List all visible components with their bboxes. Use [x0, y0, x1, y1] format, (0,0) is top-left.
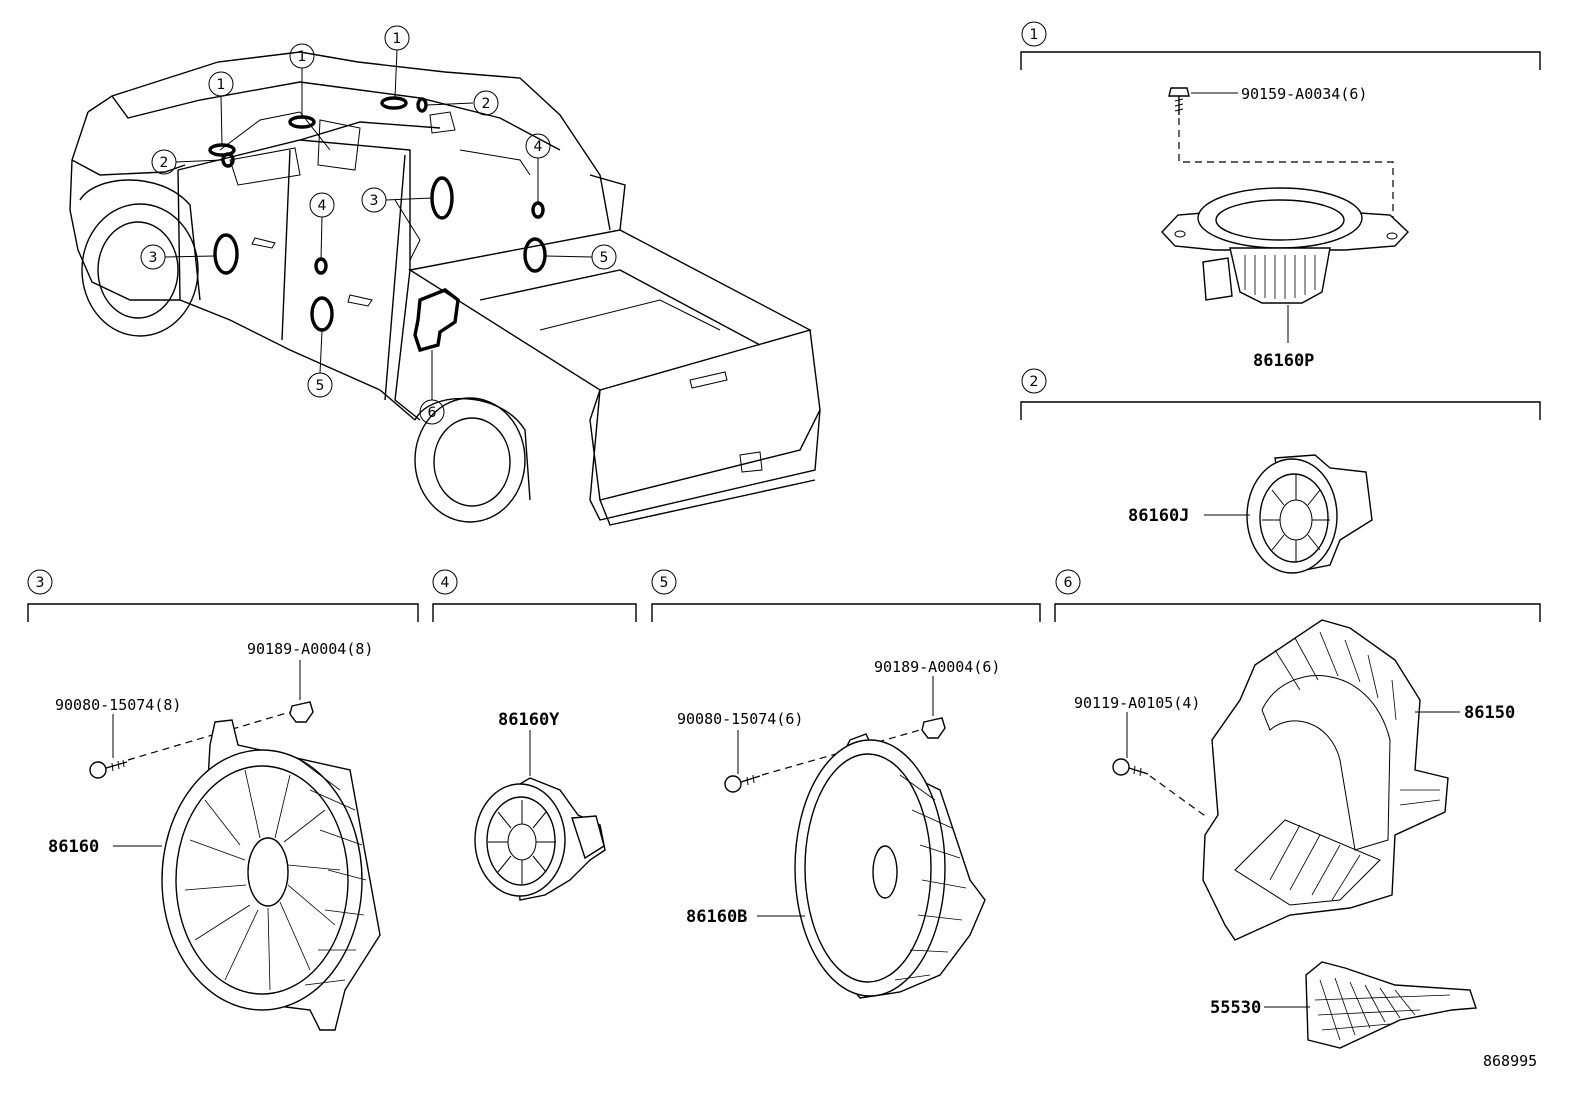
clip-icon — [289, 701, 314, 723]
section-marker: 6 — [1064, 575, 1073, 591]
section-1: 1 90159-A0034(6) 86160P — [1020, 21, 1541, 371]
callout-label: 1 — [298, 49, 307, 65]
part-number-90189-8: 90189-A0004(8) — [247, 640, 373, 658]
section-4: 4 86160Y — [432, 569, 637, 901]
callout-6: 6 — [419, 399, 445, 425]
callout-4a: 4 — [309, 192, 335, 218]
callout-label: 6 — [428, 405, 437, 421]
callout-2b: 2 — [151, 149, 177, 175]
callout-label: 3 — [370, 193, 379, 209]
callout-label: 5 — [600, 250, 609, 266]
section-3: 3 90189-A0004(8) 90080-15074(8) — [27, 569, 419, 1031]
section-marker: 2 — [1030, 374, 1039, 390]
clip-icon — [921, 717, 946, 739]
part-number-86160j: 86160J — [1128, 506, 1189, 526]
callout-3b: 3 — [361, 187, 387, 213]
section-marker: 5 — [660, 575, 669, 591]
callout-5b: 5 — [307, 372, 333, 398]
section-2: 2 86160J — [1020, 368, 1541, 574]
callout-label: 4 — [534, 139, 543, 155]
part-number-86160b: 86160B — [686, 907, 747, 927]
speaker-86160-icon — [161, 719, 381, 1031]
section-marker: 3 — [36, 575, 45, 591]
callout-label: 2 — [482, 96, 491, 112]
bolt-icon — [1112, 758, 1149, 777]
part-number-90080-6: 90080-15074(6) — [677, 710, 803, 728]
part-number-90189-6: 90189-A0004(6) — [874, 658, 1000, 676]
callout-label: 3 — [149, 250, 158, 266]
callout-1a: 1 — [289, 43, 315, 69]
part-number-86160y: 86160Y — [498, 710, 560, 730]
callout-1b: 1 — [384, 25, 410, 51]
bolt-icon — [724, 774, 761, 793]
callout-label: 4 — [318, 198, 327, 214]
bolt-icon — [89, 759, 128, 779]
part-number-90159: 90159-A0034(6) — [1241, 85, 1367, 103]
callout-label: 1 — [393, 31, 402, 47]
speaker-86160b-icon — [794, 733, 986, 999]
vehicle-illustration — [69, 49, 821, 526]
speaker-86160p-icon — [1161, 187, 1409, 304]
vehicle-callouts: 1 1 1 2 2 3 3 4 4 5 5 6 — [140, 25, 617, 425]
part-number-86150: 86150 — [1464, 703, 1515, 723]
section-6: 6 90119-A0105(4) — [1054, 569, 1541, 1049]
part-number-86160p: 86160P — [1253, 351, 1314, 371]
speaker-86160y-icon — [474, 777, 606, 901]
cover-55530-icon — [1305, 961, 1477, 1049]
part-number-55530: 55530 — [1210, 998, 1261, 1018]
callout-label: 5 — [316, 378, 325, 394]
callout-1c: 1 — [208, 71, 234, 97]
section-5: 5 90189-A0004(6) 90080-15074(6) — [651, 569, 1041, 999]
part-number-90119: 90119-A0105(4) — [1074, 694, 1200, 712]
part-number-90080-8: 90080-15074(8) — [55, 696, 181, 714]
speaker-86160j-icon — [1246, 454, 1373, 574]
section-marker: 4 — [441, 575, 450, 591]
callout-label: 2 — [160, 155, 169, 171]
section-marker: 1 — [1030, 27, 1039, 43]
reference-number: 868995 — [1483, 1052, 1537, 1070]
screw-icon — [1168, 87, 1190, 115]
speaker-enclosure-86150-icon — [1202, 619, 1449, 941]
callout-5a: 5 — [591, 244, 617, 270]
part-number-86160: 86160 — [48, 837, 99, 857]
callout-3a: 3 — [140, 244, 166, 270]
callout-4b: 4 — [525, 133, 551, 159]
callout-2a: 2 — [473, 90, 499, 116]
callout-label: 1 — [217, 77, 226, 93]
